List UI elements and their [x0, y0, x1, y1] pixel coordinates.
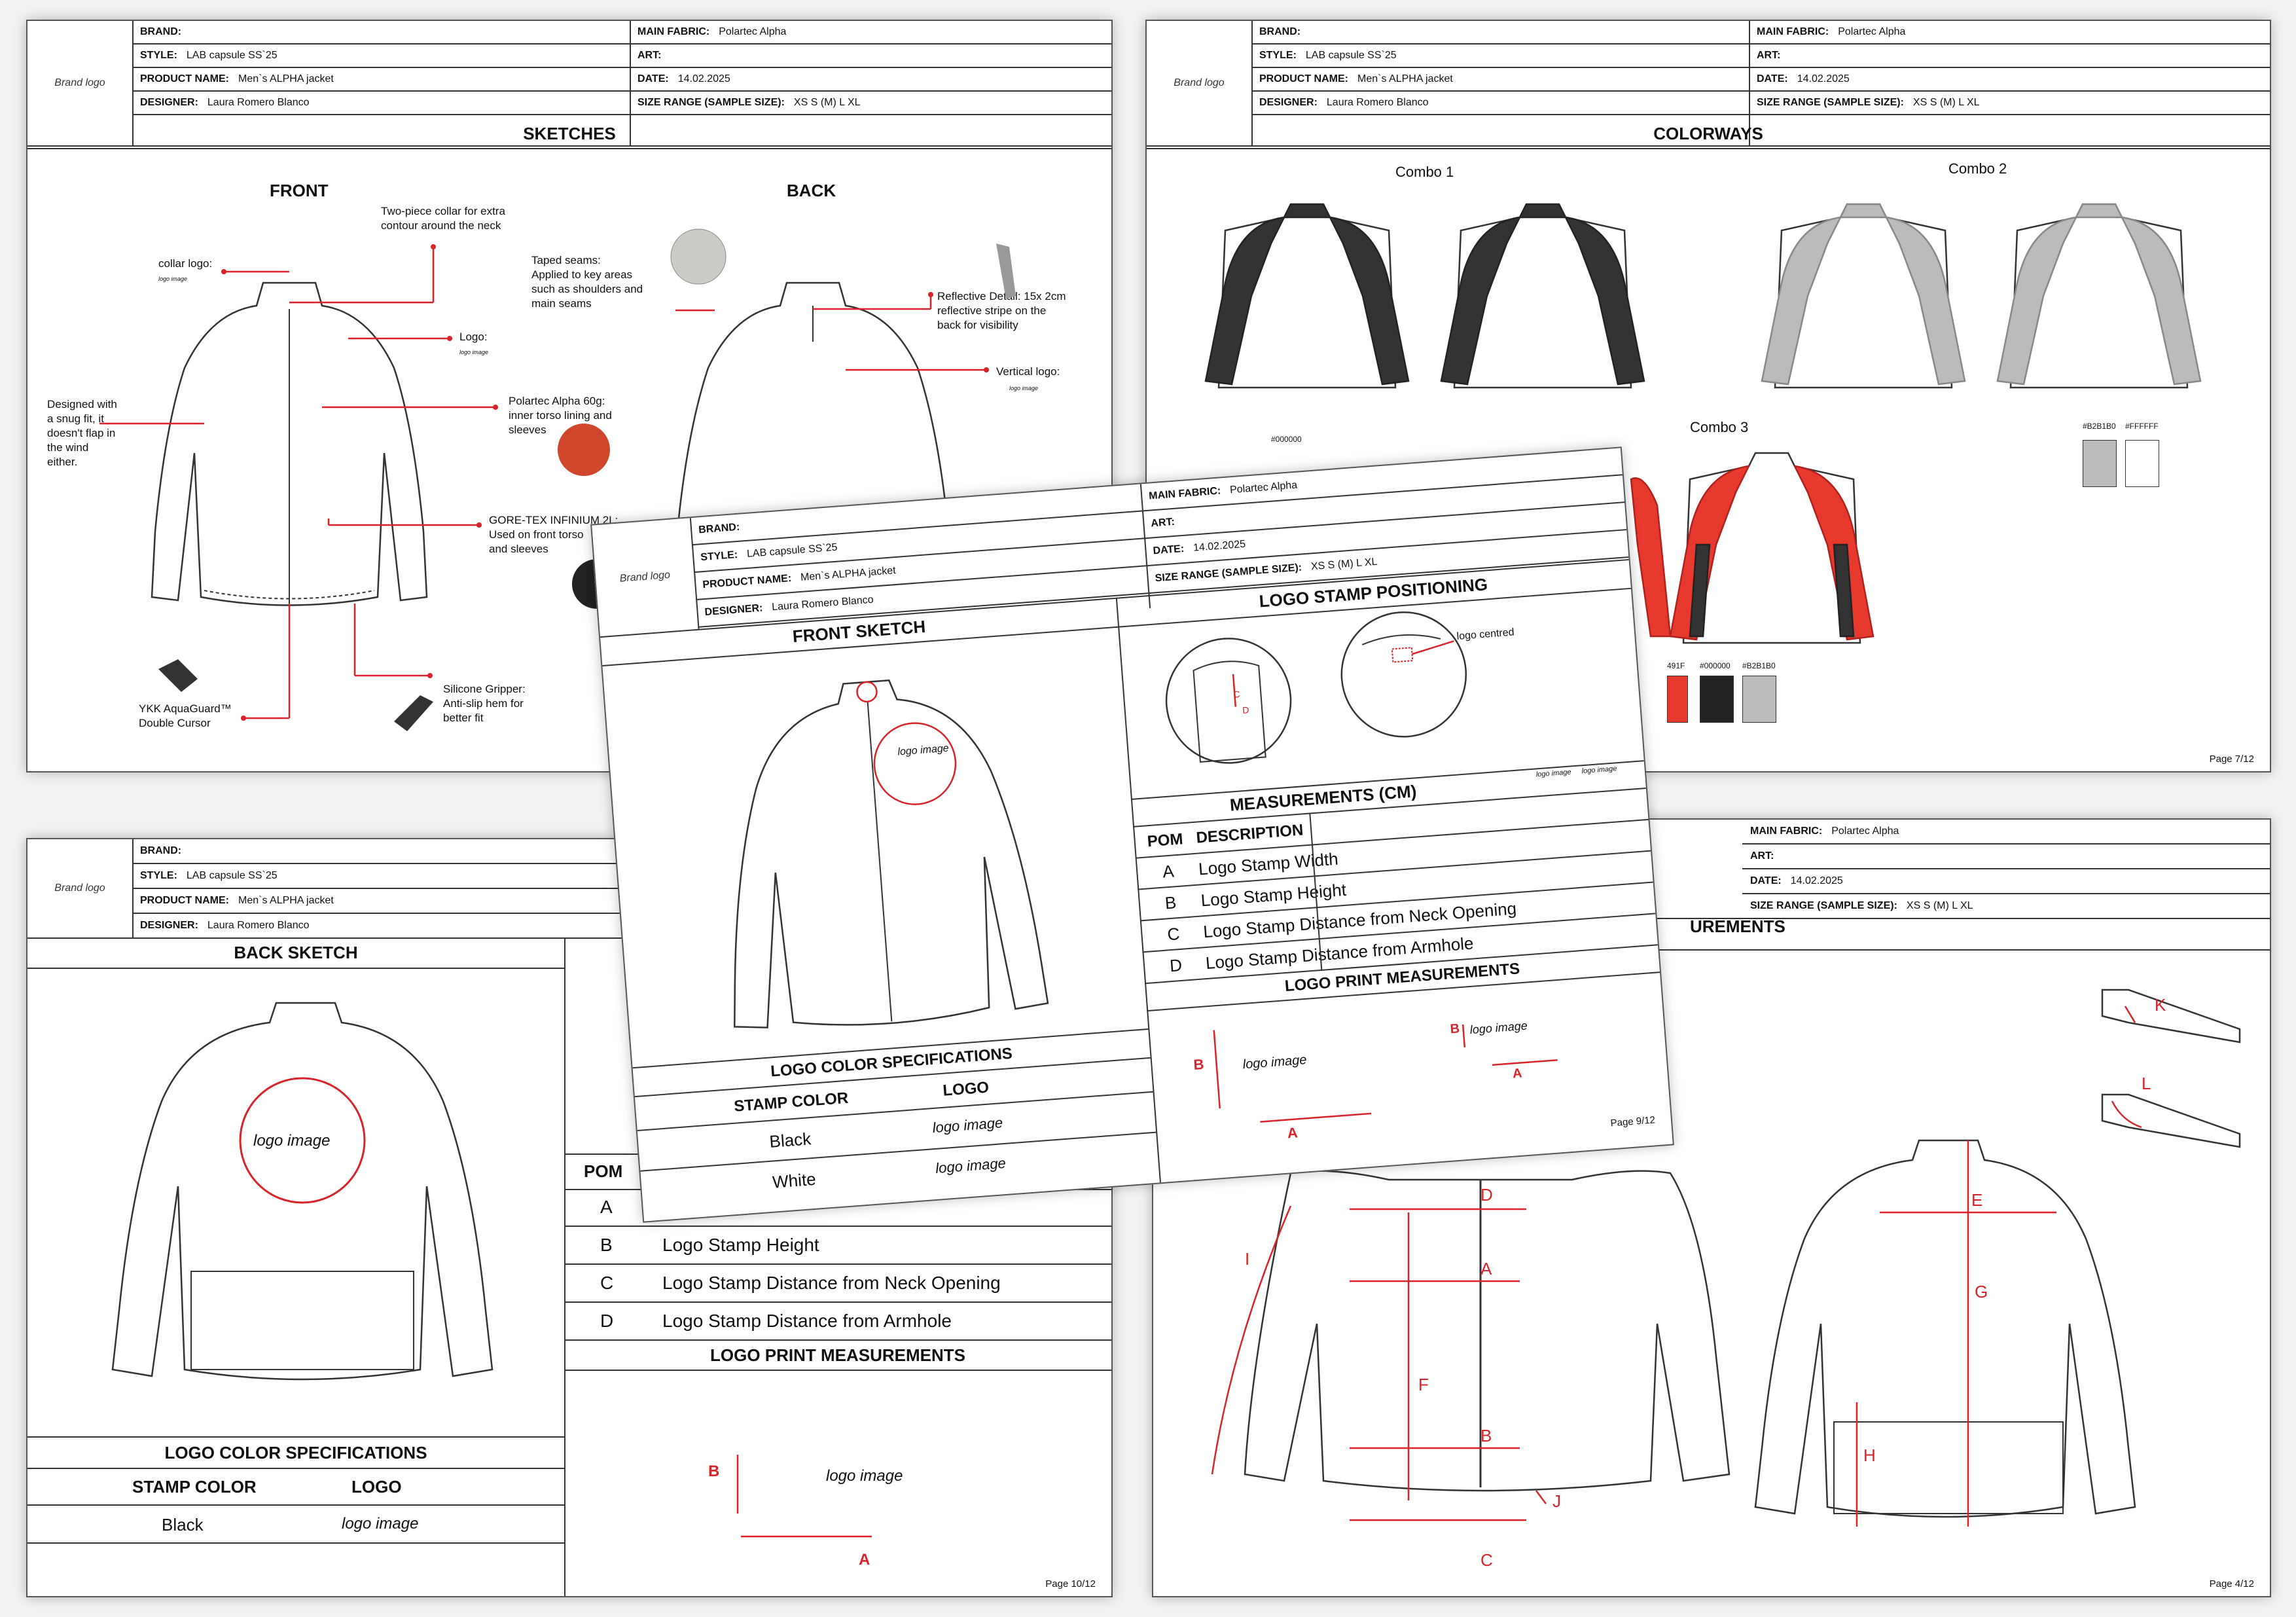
- measurement-arrows: [1211, 1140, 2056, 1527]
- spec-header: Brand logo BRAND: STYLE:LAB capsule SS`2…: [27, 839, 1111, 964]
- meas-k: K: [2155, 995, 2166, 1015]
- brand-label: BRAND:: [140, 26, 182, 37]
- section-title: SKETCHES: [27, 119, 1111, 149]
- gore-tex-note: GORE-TEX INFINIUM 2L:Used on front torso…: [489, 514, 619, 555]
- style-value: LAB capsule SS`25: [186, 50, 278, 61]
- combo1-jackets: [1204, 203, 1645, 389]
- vertical-logo-label: Vertical logo:: [996, 365, 1060, 378]
- back-jacket-with-logo: [111, 1002, 493, 1381]
- polartec-note: Polartec Alpha 60g:inner torso lining an…: [509, 395, 612, 436]
- page-number: Page 4/12: [2209, 1578, 2254, 1590]
- color-spec-row: Black logo image: [27, 1506, 564, 1544]
- front-jacket-with-logo: [734, 679, 1049, 1028]
- combo3-code-c: #B2B1B0: [1742, 661, 1776, 670]
- product-value: Men`s ALPHA jacket: [238, 73, 334, 84]
- sketches-sheet: Brand logo BRAND: STYLE:LAB capsule SS`2…: [26, 20, 1113, 772]
- color-spec-header: STAMP COLOR LOGO: [27, 1468, 564, 1506]
- combo3-code-b: #000000: [1700, 661, 1731, 670]
- combo2-label: Combo 2: [1948, 160, 2007, 177]
- print-b: B: [708, 1463, 720, 1480]
- back-sketch-title: BACK SKETCH: [27, 937, 564, 969]
- brand-logo: Brand logo: [592, 518, 700, 637]
- brand-logo: Brand logo: [1147, 21, 1253, 145]
- combo1-code: #000000: [1271, 435, 1302, 444]
- logo-stamp-zoom: [1165, 611, 1467, 764]
- front-print-a: A: [1286, 1124, 1299, 1142]
- meas-d: D: [1480, 1185, 1493, 1205]
- callout-lines: [99, 228, 1016, 731]
- meas-g: G: [1975, 1282, 1988, 1301]
- measured-back-jacket: [1754, 1139, 2136, 1518]
- meas-c: C: [1480, 1550, 1493, 1570]
- date-value: 14.02.2025: [677, 73, 730, 84]
- brand-logo: Brand logo: [27, 21, 134, 145]
- page-number: Page 7/12: [2209, 754, 2254, 765]
- brand-logo: Brand logo: [27, 839, 134, 937]
- meas-b: B: [1480, 1426, 1492, 1445]
- stamp-d: D: [1242, 704, 1249, 716]
- print-meas-title: LOGO PRINT MEASUREMENTS: [564, 1341, 1111, 1371]
- print-a: A: [859, 1551, 870, 1569]
- measured-front-jacket: [1244, 1170, 1731, 1492]
- meas-h: H: [1863, 1445, 1876, 1465]
- front-print-b2: B: [1449, 1021, 1460, 1037]
- swatch-white: [2125, 440, 2159, 487]
- swatch-grey: [2083, 440, 2117, 487]
- combo3-label: Combo 3: [1690, 419, 1749, 435]
- spec-header: Brand logo BRAND: STYLE:LAB capsule SS`2…: [27, 21, 1111, 147]
- combo3-jacket: [1630, 452, 1874, 644]
- spec-header: MAIN FABRIC:Polartec Alpha ART: DATE:14.…: [1153, 820, 2270, 919]
- swatch-red: [1667, 676, 1688, 723]
- section-title: COLORWAYS: [1147, 119, 2270, 149]
- front-print-a2: A: [1512, 1066, 1523, 1081]
- page-number: Page 10/12: [1045, 1578, 1096, 1590]
- color-spec-title: LOGO COLOR SPECIFICATIONS: [27, 1436, 564, 1469]
- meas-l: L: [2142, 1074, 2151, 1093]
- combo2-code-a: #B2B1B0: [2083, 422, 2116, 431]
- combo2-code-b: #FFFFFF: [2125, 422, 2159, 431]
- size-value: XS S (M) L XL: [793, 97, 861, 108]
- fabric-value: Polartec Alpha: [719, 26, 787, 37]
- print-logo-image: logo image: [826, 1467, 903, 1485]
- meas-j: J: [1552, 1491, 1561, 1511]
- combo2-jackets: [1761, 203, 2202, 389]
- meas-a: A: [1480, 1259, 1492, 1279]
- back-heading: BACK: [787, 181, 836, 200]
- front-print-arrows: [1213, 1024, 1558, 1123]
- print-measure-arrows: [736, 1455, 872, 1538]
- front-sketch-sheet: Brand logo BRAND: STYLE:LAB capsule SS`2…: [590, 446, 1674, 1223]
- meas-i: I: [1245, 1249, 1250, 1269]
- combo1-label: Combo 1: [1395, 164, 1454, 180]
- front-heading: FRONT: [270, 181, 329, 200]
- sleeve-details: [2101, 989, 2241, 1148]
- spec-header: Brand logo BRAND: STYLE:LAB capsule SS`2…: [1147, 21, 2270, 147]
- meas-e: E: [1971, 1190, 1983, 1210]
- combo3-code-a: 491F: [1667, 661, 1685, 670]
- designer-value: Laura Romero Blanco: [207, 97, 310, 108]
- pom-row: A: [564, 1189, 1111, 1227]
- section-title: UREMENTS: [1690, 917, 1785, 936]
- page-number: Page 9/12: [1610, 1114, 1656, 1129]
- logo-image-label: logo image: [253, 1132, 331, 1150]
- front-print-b: B: [1193, 1055, 1205, 1073]
- swatch-black: [1700, 676, 1734, 723]
- meas-f: F: [1418, 1375, 1429, 1394]
- stamp-c: C: [1232, 689, 1241, 700]
- swatch-grey-2: [1742, 676, 1776, 723]
- collar-logo-label: collar logo:: [158, 257, 213, 270]
- logo-label: Logo:: [459, 331, 488, 343]
